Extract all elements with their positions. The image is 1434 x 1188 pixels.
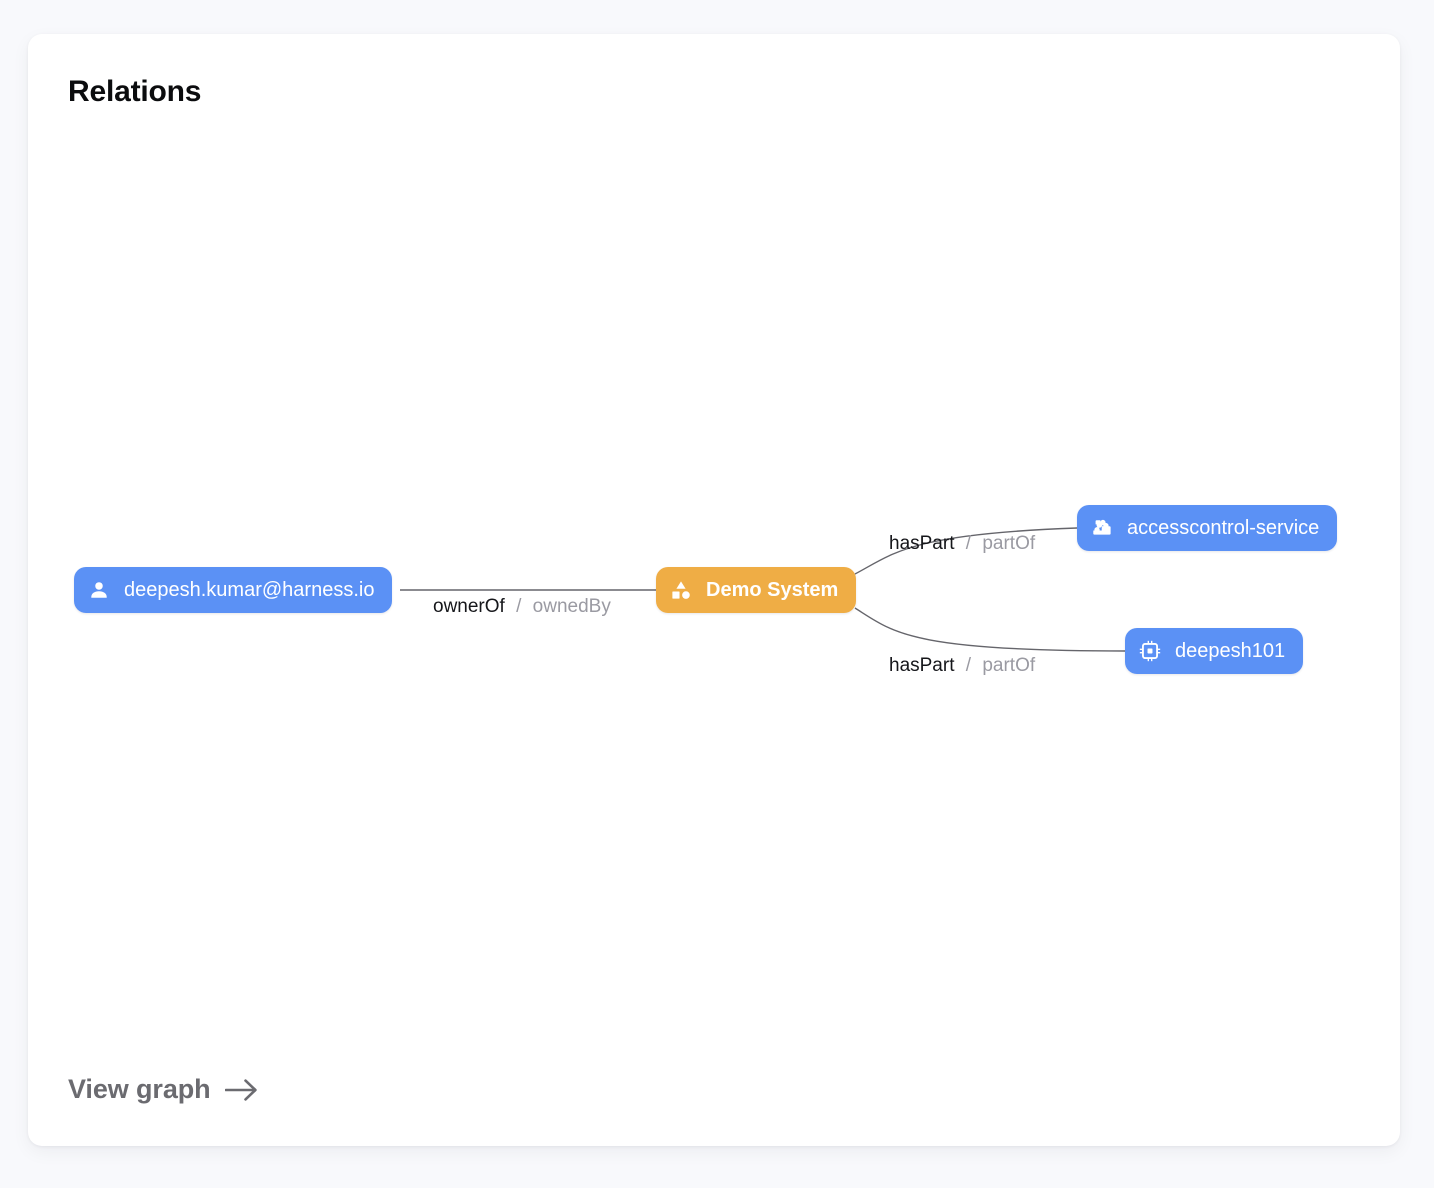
view-graph-label: View graph	[68, 1074, 211, 1104]
graph-node-component[interactable]: accesscontrol-service	[1077, 505, 1338, 551]
edge-label-owner: ownerOf / ownedBy	[433, 597, 611, 616]
memory-chip-icon	[1139, 640, 1161, 662]
edge-label-separator: /	[965, 533, 972, 554]
graph-node-label: deepesh101	[1175, 640, 1286, 662]
graph-node-label: deepesh.kumar@harness.io	[124, 579, 375, 601]
edge-label-forward: ownerOf	[433, 596, 505, 617]
graph-node-label: accesscontrol-service	[1127, 517, 1320, 539]
person-icon	[88, 579, 110, 601]
edge-label-forward: hasPart	[889, 533, 955, 554]
page-title: Relations	[68, 75, 202, 108]
edge-label-reverse: partOf	[982, 655, 1036, 676]
edge-label-reverse: ownedBy	[532, 596, 611, 617]
edge-label-haspart-resource: hasPart / partOf	[889, 656, 1035, 675]
edge-haspart-resource-path	[854, 607, 1126, 652]
edge-label-reverse: partOf	[982, 533, 1036, 554]
graph-node-user[interactable]: deepesh.kumar@harness.io	[74, 567, 393, 613]
view-graph-link[interactable]: View graph	[68, 1074, 259, 1105]
graph-node-system[interactable]: Demo System	[656, 567, 857, 613]
graph-node-resource[interactable]: deepesh101	[1125, 628, 1304, 674]
puzzle-piece-icon	[1091, 517, 1113, 539]
relations-graph[interactable]: deepesh.kumar@harness.io Demo System acc…	[28, 34, 1400, 1146]
edge-label-separator: /	[516, 596, 522, 617]
relations-card: Relations deepesh.kumar@harness.io	[28, 34, 1400, 1146]
category-icon	[670, 579, 692, 601]
edge-label-haspart-component: hasPart / partOf	[889, 534, 1035, 553]
arrow-right-icon	[224, 1077, 259, 1103]
graph-node-label: Demo System	[706, 579, 839, 601]
edge-label-separator: /	[965, 655, 972, 676]
edge-label-forward: hasPart	[889, 655, 955, 676]
